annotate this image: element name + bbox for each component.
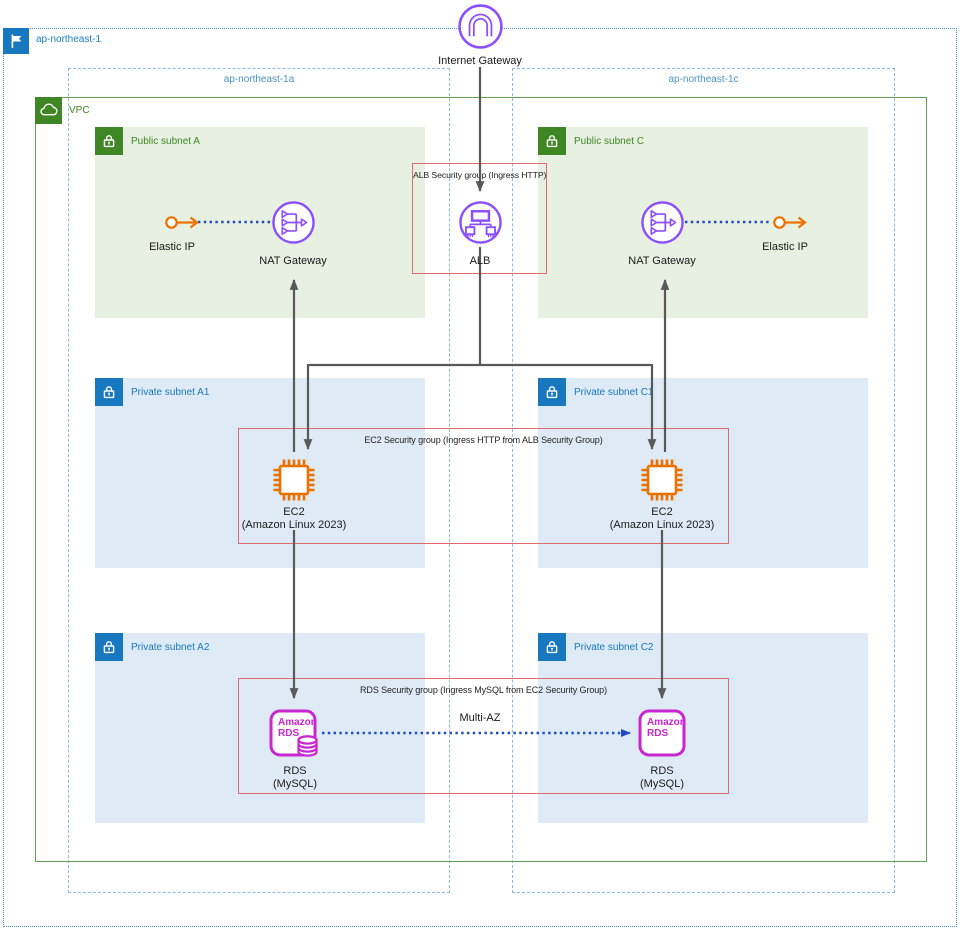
subnet-label: Private subnet A2	[131, 642, 210, 653]
internet-gateway-icon	[457, 4, 503, 49]
lock-icon	[95, 127, 123, 155]
lock-icon	[95, 633, 123, 661]
vpc-label: VPC	[69, 105, 90, 116]
region-flag-icon	[3, 28, 29, 54]
ec2-label: EC2	[651, 506, 673, 518]
sg-ec2-box: EC2 Security group (Ingress HTTP from AL…	[238, 428, 729, 544]
alb-label: ALB	[469, 255, 491, 267]
subnet-private-c2: Private subnet C2	[538, 633, 868, 823]
lock-icon	[538, 378, 566, 406]
alb-icon	[458, 201, 502, 244]
ec2-sublabel: (Amazon Linux 2023)	[609, 518, 715, 531]
node-ec2-c: EC2 (Amazon Linux 2023)	[587, 456, 737, 532]
elastic-ip-icon	[165, 216, 199, 229]
sg-ec2-label: EC2 Security group (Ingress HTTP from AL…	[364, 435, 603, 445]
subnet-label: Public subnet C	[574, 136, 645, 147]
az-a-box: ap-northeast-1a	[68, 68, 450, 893]
elastic-ip-label: Elastic IP	[762, 241, 808, 253]
nat-gateway-icon	[640, 201, 684, 244]
node-rds-a: Amazon RDS RDS (MySQL)	[220, 709, 370, 791]
ec2-label: EC2	[283, 506, 305, 518]
node-ec2-a: EC2 (Amazon Linux 2023)	[219, 456, 369, 532]
az-c-box: ap-northeast-1c	[512, 68, 895, 893]
sg-rds-box: RDS Security group (Ingress MySQL from E…	[238, 678, 729, 794]
lock-icon	[538, 127, 566, 155]
rds-badge-text: Amazon RDS	[278, 717, 317, 739]
region-label: ap-northeast-1	[36, 34, 102, 45]
rds-label: RDS	[650, 765, 674, 777]
node-nat-gateway-a: NAT Gateway	[233, 200, 353, 268]
subnet-private-c1: Private subnet C1	[538, 378, 868, 568]
subnet-private-a2: Private subnet A2	[95, 633, 425, 823]
lock-icon	[95, 378, 123, 406]
rds-icon: Amazon RDS	[269, 709, 321, 759]
ec2-icon	[273, 459, 315, 501]
node-alb: ALB	[430, 200, 530, 268]
nat-gateway-label: NAT Gateway	[628, 255, 696, 267]
subnet-label: Private subnet C2	[574, 642, 654, 653]
az-a-label: ap-northeast-1a	[223, 74, 295, 85]
ec2-sublabel: (Amazon Linux 2023)	[241, 518, 347, 531]
subnet-label: Private subnet A1	[131, 387, 210, 398]
rds-badge-text: Amazon RDS	[647, 717, 686, 739]
sg-rds-label: RDS Security group (Ingress MySQL from E…	[360, 685, 607, 695]
internet-gateway-label: Internet Gateway	[438, 55, 522, 67]
subnet-label: Public subnet A	[131, 136, 200, 147]
node-rds-c: Amazon RDS RDS (MySQL)	[587, 709, 737, 791]
rds-label: RDS	[283, 765, 307, 777]
az-c-label: ap-northeast-1c	[668, 74, 739, 85]
vpc-cloud-icon	[35, 97, 62, 124]
nat-gateway-icon	[271, 201, 315, 244]
rds-icon: Amazon RDS	[638, 709, 686, 757]
sg-alb-label: ALB Security group (Ingress HTTP)	[413, 170, 547, 180]
nat-gateway-label: NAT Gateway	[259, 255, 327, 267]
rds-sublabel: (MySQL)	[273, 777, 317, 790]
lock-icon	[538, 633, 566, 661]
elastic-ip-label: Elastic IP	[149, 241, 195, 253]
ec2-icon	[641, 459, 683, 501]
node-nat-gateway-c: NAT Gateway	[602, 200, 722, 268]
subnet-private-a1: Private subnet A1	[95, 378, 425, 568]
subnet-label: Private subnet C1	[574, 387, 654, 398]
multi-az-label: Multi-AZ	[459, 712, 501, 724]
elastic-ip-icon	[773, 216, 807, 229]
node-internet-gateway: Internet Gateway	[405, 3, 555, 68]
rds-sublabel: (MySQL)	[640, 777, 684, 790]
